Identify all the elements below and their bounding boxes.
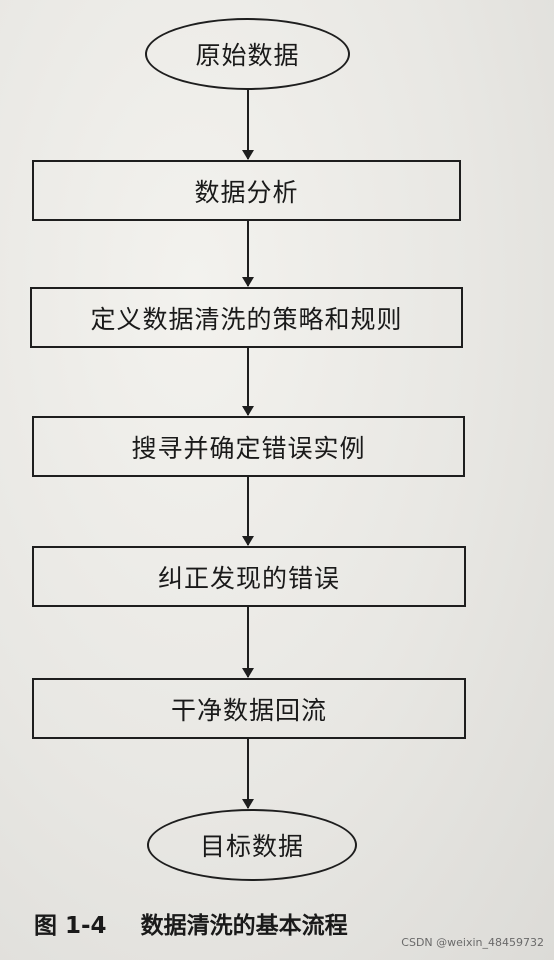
end-node-target-data: 目标数据 <box>147 809 357 881</box>
figure-title: 数据清洗的基本流程 <box>140 913 348 939</box>
figure-number: 图 1-4 <box>34 913 107 939</box>
step-correct-errors-label: 纠正发现的错误 <box>157 563 340 593</box>
step-correct-errors: 纠正发现的错误 <box>32 546 466 607</box>
step-clean-data-backflow-label: 干净数据回流 <box>170 695 327 725</box>
end-node-label: 目标数据 <box>199 832 304 861</box>
step-clean-data-backflow: 干净数据回流 <box>32 678 466 739</box>
step-find-error-instances: 搜寻并确定错误实例 <box>32 416 465 477</box>
step-find-error-instances-label: 搜寻并确定错误实例 <box>131 433 366 463</box>
step-define-cleaning-rules-label: 定义数据清洗的策略和规则 <box>90 304 403 334</box>
watermark: CSDN @weixin_48459732 <box>401 936 544 949</box>
step-data-analysis-label: 数据分析 <box>194 177 299 207</box>
start-node-original-data: 原始数据 <box>145 18 350 90</box>
step-define-cleaning-rules: 定义数据清洗的策略和规则 <box>30 287 463 348</box>
start-node-label: 原始数据 <box>195 41 300 70</box>
step-data-analysis: 数据分析 <box>32 160 461 221</box>
figure-caption: 图 1-4 数据清洗的基本流程 <box>34 906 348 940</box>
